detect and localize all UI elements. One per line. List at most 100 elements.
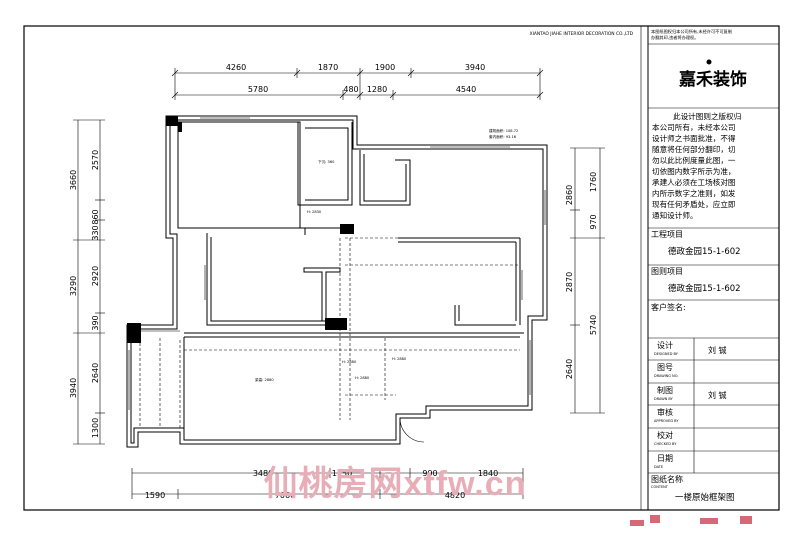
right-dim-4: 2640 [565, 359, 574, 379]
column [166, 116, 178, 126]
bottom-dim-5: 1590 [145, 491, 165, 500]
row-label: 审核 [657, 407, 673, 417]
room-notes: 建筑面积: 108.72 套内面积: 93.16 下沉: 360 H: 2830… [255, 128, 518, 382]
row-label-en: APPROVED BY [654, 419, 679, 423]
windows [128, 115, 546, 410]
entry-door-swing-icon [399, 417, 425, 443]
column [340, 224, 354, 234]
notice-line-4: 随意将任何部分翻印，切 [652, 144, 736, 154]
title-block: 本图纸图权归本公司所有,未经许可不可复制 办翻其印,违者将办理权。 嘉禾装饰 此… [648, 28, 779, 503]
column [178, 122, 182, 132]
project-label: 工程项目 [651, 230, 683, 239]
right-dim-2: 970 [589, 214, 598, 229]
left-dim-outer-2: 3290 [69, 276, 78, 296]
row-value: 刘 铖 [708, 345, 727, 355]
left-dim-3: 330 [91, 225, 100, 240]
bottom-dim-4: 1840 [478, 469, 498, 478]
right-dimension-lines [570, 147, 605, 414]
drawing-name-value: 一楼原始框架图 [675, 492, 735, 503]
top-dim-8: 4540 [456, 85, 476, 94]
logo-dot-icon [706, 59, 712, 65]
bottom-dim-6: 7060 [275, 491, 295, 500]
row-approved-by: 审核 APPROVED BY [654, 407, 679, 423]
copyright-notice: 此设计图则之版权归 本公司所有，未经本公司 设计师之书面批准，不得 随意将任何部… [652, 111, 741, 220]
top-dim-6: 480 [343, 85, 358, 94]
top-dimension-lines [171, 68, 544, 100]
left-dim-outer-1: 3660 [69, 170, 78, 190]
column [127, 323, 141, 343]
right-dim-3: 2870 [565, 272, 574, 292]
right-dim-outer-1: 1760 [589, 172, 598, 192]
bottom-dim-7: 4820 [445, 491, 465, 500]
left-dim-6: 2640 [91, 363, 100, 383]
left-dim-5: 390 [91, 315, 100, 330]
company-name-en: XIANTAO JIAHE INTERIOR DECORATION CO.,LT… [530, 31, 634, 37]
bottom-dim-3: 990 [422, 469, 437, 478]
row-label-en: CHECKED BY [654, 442, 677, 446]
top-dim-5: 5780 [248, 85, 268, 94]
notice-line-6: 切依图内数字所示为准， [652, 166, 736, 176]
row-label: 校对 [657, 430, 673, 440]
row-value: 刘 铖 [708, 390, 727, 400]
notice-line-10: 通知设计师。 [652, 210, 698, 220]
left-dimension-lines [73, 119, 105, 445]
notice-line-7: 承建人必须在工场核对图 [652, 177, 736, 187]
room-note-3: 梁高: 2880 [255, 377, 274, 382]
notice-line-5: 勿以此比例度量此图，一 [652, 155, 736, 165]
project-value: 德政金园15-1-602 [668, 246, 741, 257]
notice-line-2: 本公司所有，未经本公司 [652, 122, 736, 132]
area-note-1: 建筑面积: 108.72 [489, 128, 518, 133]
client-signature-label: 客户签名: [651, 302, 686, 312]
top-dim-2: 1870 [318, 63, 338, 72]
red-stamp-icon [630, 515, 752, 526]
row-date: 日期 DATE [654, 454, 673, 469]
drawing-item-value: 德政金园15-1-602 [668, 283, 741, 294]
row-label: 日期 [657, 454, 673, 463]
left-dim-1: 2570 [91, 150, 100, 170]
left-dim-4: 2920 [91, 266, 100, 286]
drawing-name-label: 图纸名称 [651, 474, 683, 484]
room-note-5: H: 2880 [392, 357, 407, 361]
row-label-en: DRAWING NO. [654, 374, 678, 378]
row-label-en: DATE [654, 465, 663, 469]
top-dim-1: 4260 [226, 63, 246, 72]
room-note-1: 下沉: 360 [318, 159, 335, 164]
right-dim-1: 2860 [565, 185, 574, 205]
row-label: 图号 [657, 363, 673, 372]
row-drawn-by: 制图 DRAWN BY 刘 铖 [654, 385, 727, 401]
row-label-en: DESIGNED BY [654, 352, 679, 356]
copyright-header-line2: 办翻其印,违者将办理权。 [651, 34, 698, 41]
notice-line-9: 现有任何矛盾处，应立即 [652, 199, 736, 209]
row-label: 制图 [657, 385, 673, 395]
room-note-4: H: 2880 [342, 360, 357, 364]
room-note-6: H: 2880 [355, 376, 370, 380]
left-dim-2: 860 [91, 209, 100, 224]
area-note-2: 套内面积: 93.16 [489, 134, 517, 139]
site-watermark: 仙桃房网xtfw.cn [264, 465, 527, 503]
floor-plan-walls [126, 115, 548, 448]
room-note-2: H: 2830 [307, 210, 322, 214]
top-dim-4: 3940 [465, 63, 485, 72]
row-label-en: DRAWN BY [654, 397, 674, 401]
notice-line-8: 内所示数字之准则，如发 [652, 188, 736, 198]
row-designer: 设计 DESIGNED BY 刘 铖 [654, 340, 727, 356]
company-logo: 嘉禾装饰 [678, 69, 747, 90]
notice-line-1: 此设计图则之版权归 [673, 111, 741, 121]
copyright-header-line1: 本图纸图权归本公司所有,未经许可不可复制 [651, 28, 732, 35]
beam-lines [139, 237, 520, 428]
bottom-dimension-lines [131, 468, 524, 499]
bottom-dim-2: 1750 [332, 469, 352, 478]
drawing-name-en: CONTENT [651, 485, 669, 489]
top-dim-7: 1280 [367, 85, 387, 94]
top-dim-3: 1900 [375, 63, 395, 72]
drawing-item-label: 图则项目 [651, 266, 683, 276]
row-drawing-no: 图号 DRAWING NO. [654, 363, 678, 378]
bottom-dim-1: 3480 [253, 469, 273, 478]
left-dim-7: 1300 [91, 418, 100, 438]
title-block-border [647, 25, 780, 511]
row-label: 设计 [657, 340, 673, 350]
notice-line-3: 设计师之书面批准，不得 [652, 133, 736, 143]
row-checked-by: 校对 CHECKED BY [654, 430, 677, 446]
